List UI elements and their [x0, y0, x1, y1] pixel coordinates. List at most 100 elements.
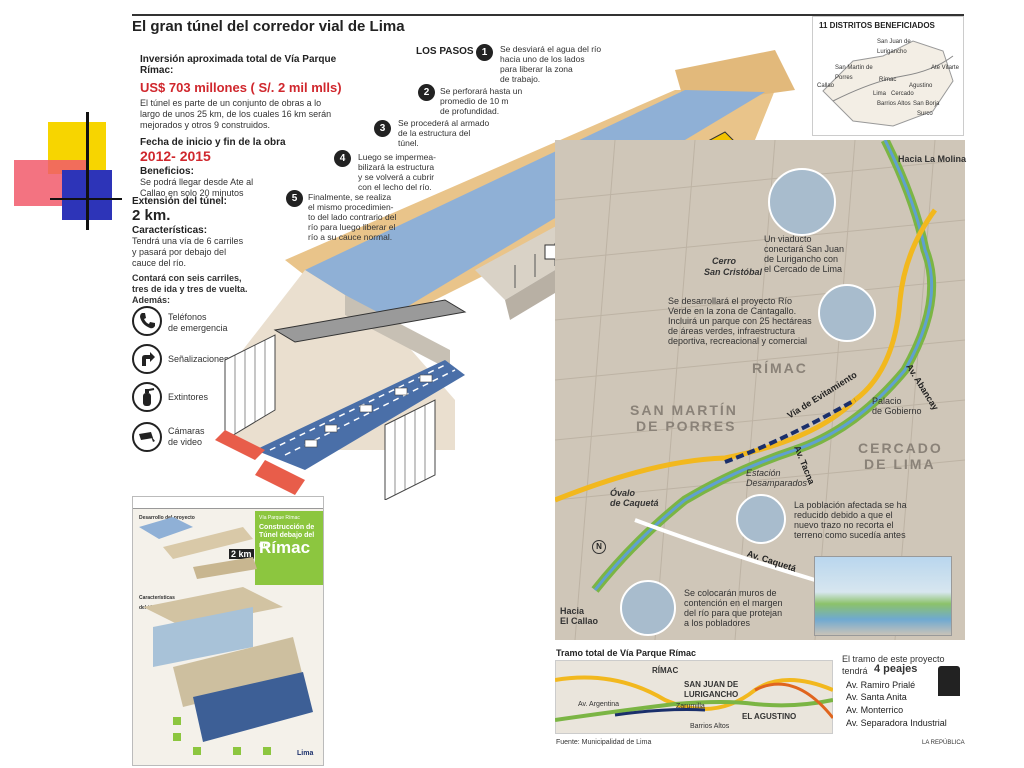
extension-heading: Extensión del túnel: — [132, 196, 228, 207]
extension-value: 2 km. — [132, 207, 171, 224]
peajes-intro-1: El tramo de este proyecto — [842, 654, 945, 664]
highway-render-photo — [814, 556, 952, 636]
rio-verde-photo — [818, 284, 876, 342]
cerro-label-1: Cerro — [712, 256, 737, 266]
lanes-line-2: tres de ida y tres de vuelta. — [132, 284, 248, 294]
poster-sub: Vía Parque Rímac — [259, 515, 300, 521]
sign-label: Señalizaciones — [168, 354, 229, 364]
bottom-agustino-label: EL AGUSTINO — [742, 712, 797, 721]
phone-icon — [132, 306, 162, 336]
north-arrow-icon: N — [592, 540, 606, 554]
phone-label-1: Teléfonos — [168, 312, 207, 322]
district-callao: Callao — [817, 83, 835, 89]
step-2-badge: 2 — [418, 84, 435, 101]
features-line-1: Tendrá una vía de 6 carriles — [132, 236, 244, 246]
poster-thumbnail: Vía Parque Rímac Construcción de Túnel d… — [132, 496, 324, 766]
district-surco: Surco — [917, 111, 933, 117]
red-arrow-1 — [215, 430, 265, 460]
poster-big: Rímac — [259, 538, 311, 557]
population-photo — [736, 494, 786, 544]
poster-green-panel — [255, 511, 323, 585]
deco-vertical-line — [86, 112, 89, 230]
poster-title-1: Construcción de — [259, 524, 315, 531]
bottom-map-heading: Tramo total de Vía Parque Rímac — [556, 648, 697, 658]
peaje-item-3: Av. Monterrico — [846, 705, 904, 715]
map-roads — [555, 140, 965, 640]
districts-heading: 11 DISTRITOS BENEFICIADOS — [819, 21, 935, 30]
retaining-wall-photo — [620, 580, 676, 636]
tunnel-roof — [273, 299, 467, 343]
district-smp-label-1: SAN MARTÍN — [630, 402, 738, 418]
features-line-3: cauce del río. — [132, 258, 187, 268]
bottom-barrios-altos-label: Barrios Altos — [690, 723, 730, 730]
step-5-badge: 5 — [286, 190, 303, 207]
peajes-count: 4 peajes — [874, 663, 918, 675]
cerro-label-2: San Cristóbal — [704, 267, 763, 277]
poster-header — [133, 497, 323, 509]
phone-label-2: de emergencia — [168, 323, 228, 333]
sign-arrow-icon — [132, 344, 162, 374]
camera-label-2: de video — [168, 437, 203, 447]
investment-desc-1: El túnel es parte de un conjunto de obra… — [140, 98, 322, 108]
steps-heading: LOS PASOS — [416, 46, 474, 57]
step-1-badge: 1 — [476, 44, 493, 61]
investment-heading: Inversión aproximada total de Vía Parque… — [140, 54, 337, 76]
investment-desc-3: mejorados y otros 9 construidos. — [140, 120, 271, 130]
hacia-la-molina: Hacia La Molina — [898, 154, 967, 164]
poster-drawings — [139, 517, 313, 755]
credit-label: LA REPÚBLICA — [922, 740, 965, 746]
bottom-argentina-label: Av. Argentina — [578, 701, 619, 708]
district-lima: Lima — [873, 91, 887, 97]
district-cercado-label-2: DE LIMA — [864, 456, 936, 472]
road-yellow — [555, 208, 938, 503]
district-ate: Ate Vitarte — [931, 65, 959, 71]
district-cercado-label-1: CERCADO — [858, 440, 943, 456]
tunnel-block: Extensión del túnel: 2 km. Característic… — [132, 196, 332, 306]
peaje-item-1: Av. Ramiro Prialé — [846, 680, 916, 690]
camera-label-1: Cámaras — [168, 426, 205, 436]
poster-section-1: Desarrollo del proyecto — [139, 515, 195, 521]
peaje-item-4: Av. Separadora Industrial — [846, 718, 947, 728]
infographic-title: El gran túnel del corredor vial de Lima — [132, 18, 405, 35]
peajes-intro-2: tendrá — [842, 666, 868, 676]
step-3-badge: 3 — [374, 120, 391, 137]
bottom-zarumilla-label: Zarumilla — [676, 703, 705, 710]
step-4-badge: 4 — [334, 150, 351, 167]
tunnel-route — [724, 398, 856, 464]
benefits-line-2: Callao en solo 20 minutos — [140, 188, 244, 198]
dates-value: 2012- 2015 — [140, 148, 211, 164]
district-cercado: Cercado — [891, 91, 914, 97]
investment-amount: US$ 703 millones ( S/. 2 mil mlls) — [140, 80, 342, 95]
peaje-item-2: Av. Santa Anita — [846, 692, 907, 702]
camera-icon — [132, 422, 162, 452]
bottom-route-map — [555, 660, 833, 734]
district-rimac-label: RÍMAC — [752, 360, 808, 376]
district-rimac: Rímac — [879, 77, 897, 83]
dates-heading: Fecha de inicio y fin de la obra — [140, 137, 286, 148]
district-sjl: San Juan de Lurigancho — [877, 39, 911, 55]
title-rule — [132, 14, 964, 16]
district-smp: San Martín de Porres — [835, 65, 873, 81]
features-heading: Características: — [132, 225, 208, 236]
deco-horizontal-line — [50, 198, 122, 200]
viaduct-photo — [768, 168, 836, 236]
step-4-text: Luego se impermea-bilizará la estructura… — [358, 152, 436, 192]
investment-block: Inversión aproximada total de Vía Parque… — [140, 54, 370, 199]
benefits-heading: Beneficios: — [140, 166, 194, 177]
poster-km: 2 km — [229, 549, 254, 559]
districts-map — [822, 40, 954, 127]
poster-title-2: Túnel debajo del río — [259, 532, 315, 549]
poster-logo: Lima — [297, 750, 314, 757]
extinguisher-label: Extintores — [168, 392, 209, 402]
